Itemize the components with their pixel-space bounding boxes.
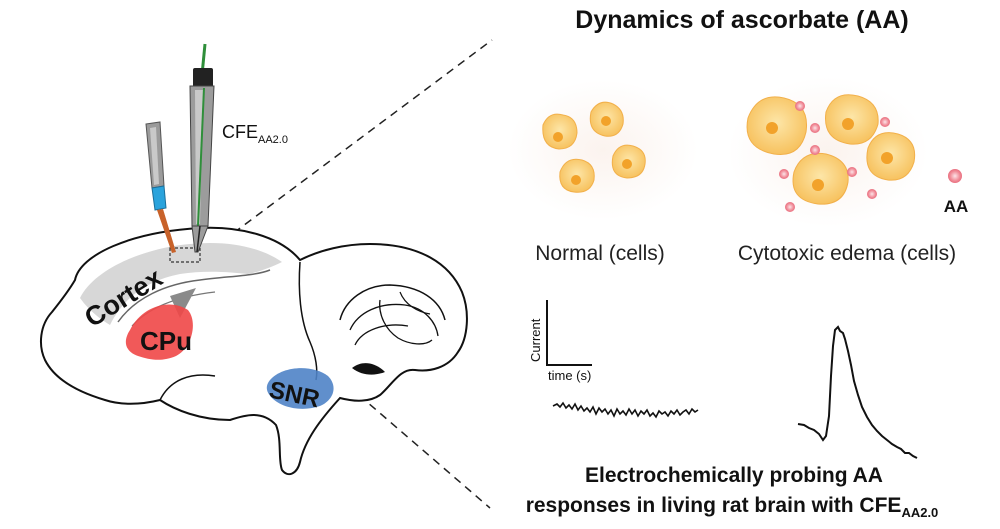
- swollen-cell: [825, 94, 879, 145]
- aa-legend-dot: [948, 169, 962, 183]
- cell: [542, 113, 578, 150]
- snr-region: [266, 368, 334, 409]
- aa-dot: [810, 145, 820, 155]
- aa-dot: [795, 101, 805, 111]
- aa-dot: [847, 167, 857, 177]
- caption-line-2: responses in living rat brain with CFEAA…: [526, 494, 939, 520]
- cell: [589, 101, 624, 137]
- edema-trace: [797, 325, 918, 459]
- edema-cells-panel: [728, 77, 928, 227]
- diagram-title: Dynamics of ascorbate (AA): [575, 6, 908, 34]
- normal-cells-label: Normal (cells): [535, 242, 665, 265]
- caption-line-2-main: responses in living rat brain with CFE: [526, 494, 902, 517]
- cfe-label-sub: AA2.0: [258, 134, 288, 146]
- aa-dot: [779, 169, 789, 179]
- caption-line-1: Electrochemically probing AA: [585, 464, 883, 487]
- cfe-label-main: CFE: [222, 122, 258, 142]
- normal-cells-panel: [508, 80, 698, 220]
- aa-dot: [867, 189, 877, 199]
- cpu-label: CPu: [140, 326, 192, 356]
- rat-brain: [39, 226, 468, 476]
- aa-dot: [785, 202, 795, 212]
- edema-cells-label: Cytotoxic edema (cells): [738, 242, 956, 265]
- probe-site-box: [169, 247, 201, 263]
- scale-axes: Current time (s): [528, 300, 592, 383]
- reference-pipette: [145, 121, 176, 253]
- y-axis-label: Current: [528, 318, 543, 362]
- aa-molecules: [779, 101, 890, 212]
- cell: [559, 158, 595, 193]
- cfe-label: CFEAA2.0: [222, 122, 288, 146]
- aa-dot: [810, 123, 820, 133]
- swollen-cell: [792, 152, 849, 205]
- zoom-line-top: [199, 39, 493, 259]
- aa-dot: [880, 117, 890, 127]
- cell: [611, 144, 646, 179]
- x-axis-label: time (s): [548, 368, 591, 383]
- aa-legend-label: AA: [944, 197, 969, 216]
- normal-trace: [552, 401, 699, 419]
- swollen-cell: [866, 132, 916, 181]
- cfe-electrode: [189, 43, 215, 253]
- caption-line-2-sub: AA2.0: [901, 505, 938, 520]
- cpu-region: [125, 304, 193, 360]
- swollen-cell: [746, 96, 808, 156]
